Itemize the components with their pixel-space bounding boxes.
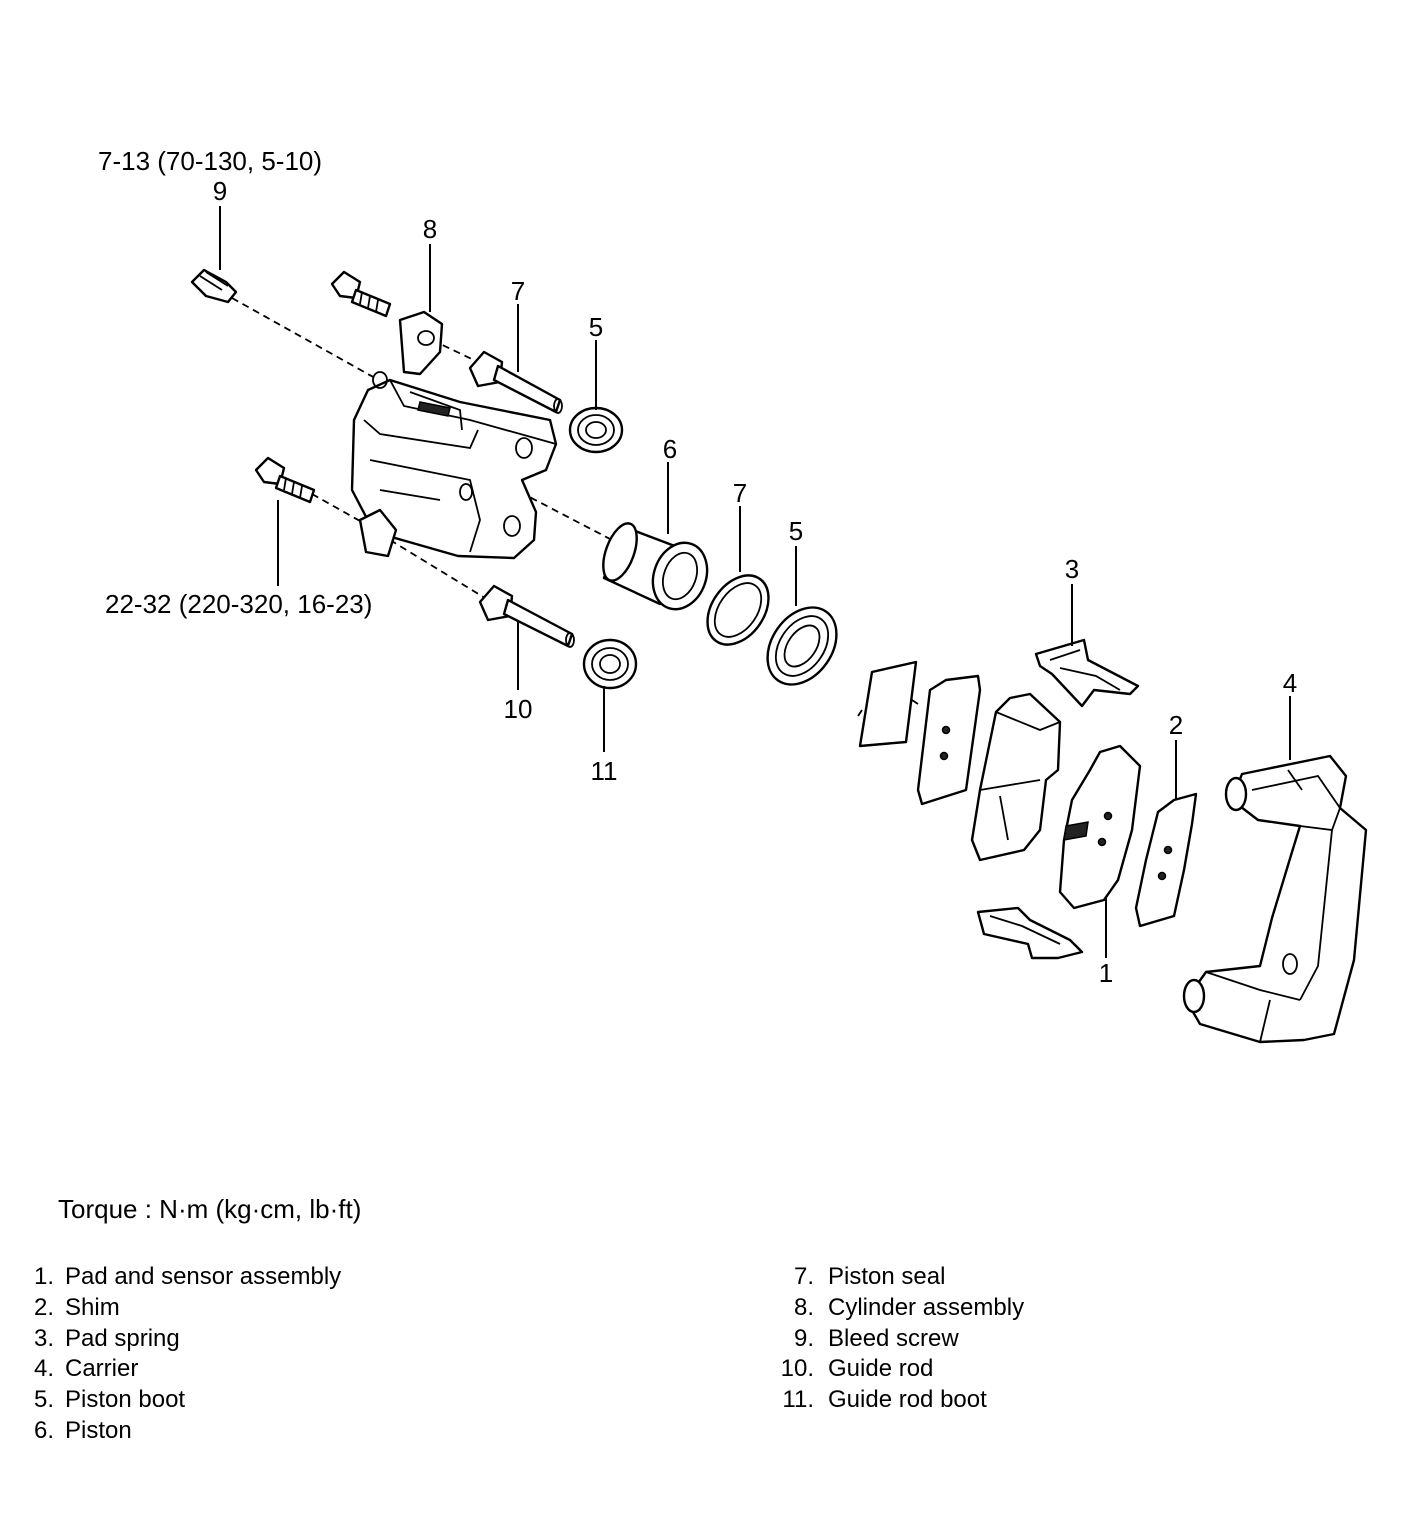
legend-text: Guide rod boot [828,1386,987,1414]
outer-pad-part [1058,744,1142,910]
inner-shim-2-part [916,674,982,806]
legend-text: Guide rod [828,1355,934,1383]
legend-number: 5. [33,1386,54,1414]
callout-10: 10 [504,694,533,724]
legend-number: 1. [33,1263,54,1290]
legend-text: Pad spring [65,1324,180,1352]
callout-4: 4 [1283,668,1297,698]
lower-guide-rod-boot-part [582,638,638,690]
callout-6: 6 [663,434,677,464]
legend-item: 9. Bleed screw [770,1324,1170,1355]
legend-item: 5. Piston boot [14,1385,414,1416]
legend-item: 10. Guide rod [770,1354,1170,1385]
legend-item: 2. Shim [14,1293,414,1324]
lower-guide-rod-part [478,584,575,648]
callout-8: 8 [423,214,437,244]
legend-number: 6. [33,1416,54,1444]
legend-text: Piston [65,1416,132,1444]
lower-pad-spring-part [976,906,1084,960]
legend-number: 10. [780,1355,814,1383]
legend-item: 1. Pad and sensor assembly [14,1262,414,1293]
parts-legend-left: 1. Pad and sensor assembly 2. Shim 3. Pad s… [14,1262,414,1447]
torque-label-bleed-screw: 7-13 (70-130, 5-10) [98,146,322,176]
legend-item: 8. Cylinder assembly [770,1293,1170,1324]
callout-11: 11 [591,756,618,786]
legend-text: Piston seal [828,1263,946,1290]
inner-shim-part [857,660,919,748]
bleed-screw-part [190,268,238,304]
legend-number: 3. [33,1324,54,1352]
outer-shim-part [1134,792,1198,928]
callout-5-upper: 5 [589,312,603,342]
upper-guide-rod-part [468,350,563,414]
torque-units-note: Torque : N·m (kg·cm, lb·ft) [58,1194,362,1224]
legend-text: Cylinder assembly [828,1293,1025,1321]
lower-guide-bolt-part [254,456,316,504]
callout-5-lower: 5 [789,516,803,546]
legend-item: 11. Guide rod boot [770,1385,1170,1416]
legend-text: Carrier [65,1355,139,1383]
legend-number: 7. [793,1263,814,1290]
legend-text: Piston boot [65,1386,186,1414]
upper-guide-bolt-part [330,270,392,318]
legend-item: 6. Piston [14,1416,414,1447]
leader-lines [219,206,1291,958]
legend-number: 11. [782,1386,814,1414]
legend-number: 2. [33,1293,54,1321]
upper-pad-spring-part [1034,638,1140,708]
exploded-caliper-diagram: 7-13 (70-130, 5-10) 22-32 (220-320, 16-2… [98,146,1368,1044]
callout-3: 3 [1065,554,1079,584]
legend-item: 4. Carrier [14,1354,414,1385]
upper-guide-rod-boot-part [568,406,624,454]
torque-label-guide-bolts: 22-32 (220-320, 16-23) [105,589,372,619]
piston-seal-part [706,574,770,646]
legend-text: Shim [65,1293,120,1321]
piston-part [602,522,709,611]
piston-boot-part [766,606,838,686]
legend-text: Pad and sensor assembly [65,1263,342,1290]
legend-number: 8. [793,1293,814,1321]
inner-pad-part [970,692,1062,862]
callout-numbers: 9 8 7 5 6 7 5 3 4 2 1 10 11 [213,176,1297,988]
callout-2: 2 [1169,710,1183,740]
callout-7-lower: 7 [733,478,747,508]
cylinder-assembly-part [350,310,558,560]
callout-7-upper: 7 [511,276,525,306]
legend-item: 3. Pad spring [14,1324,414,1355]
legend-item: 7. Piston seal [770,1262,1170,1293]
callout-9: 9 [213,176,227,206]
legend-number: 4. [33,1355,54,1383]
legend-number: 9. [793,1324,814,1352]
carrier-part [1182,754,1368,1044]
legend-text: Bleed screw [828,1324,959,1352]
callout-1: 1 [1099,958,1113,988]
parts-legend-right: 7. Piston seal 8. Cylinder assembly 9. Blee… [770,1262,1170,1416]
